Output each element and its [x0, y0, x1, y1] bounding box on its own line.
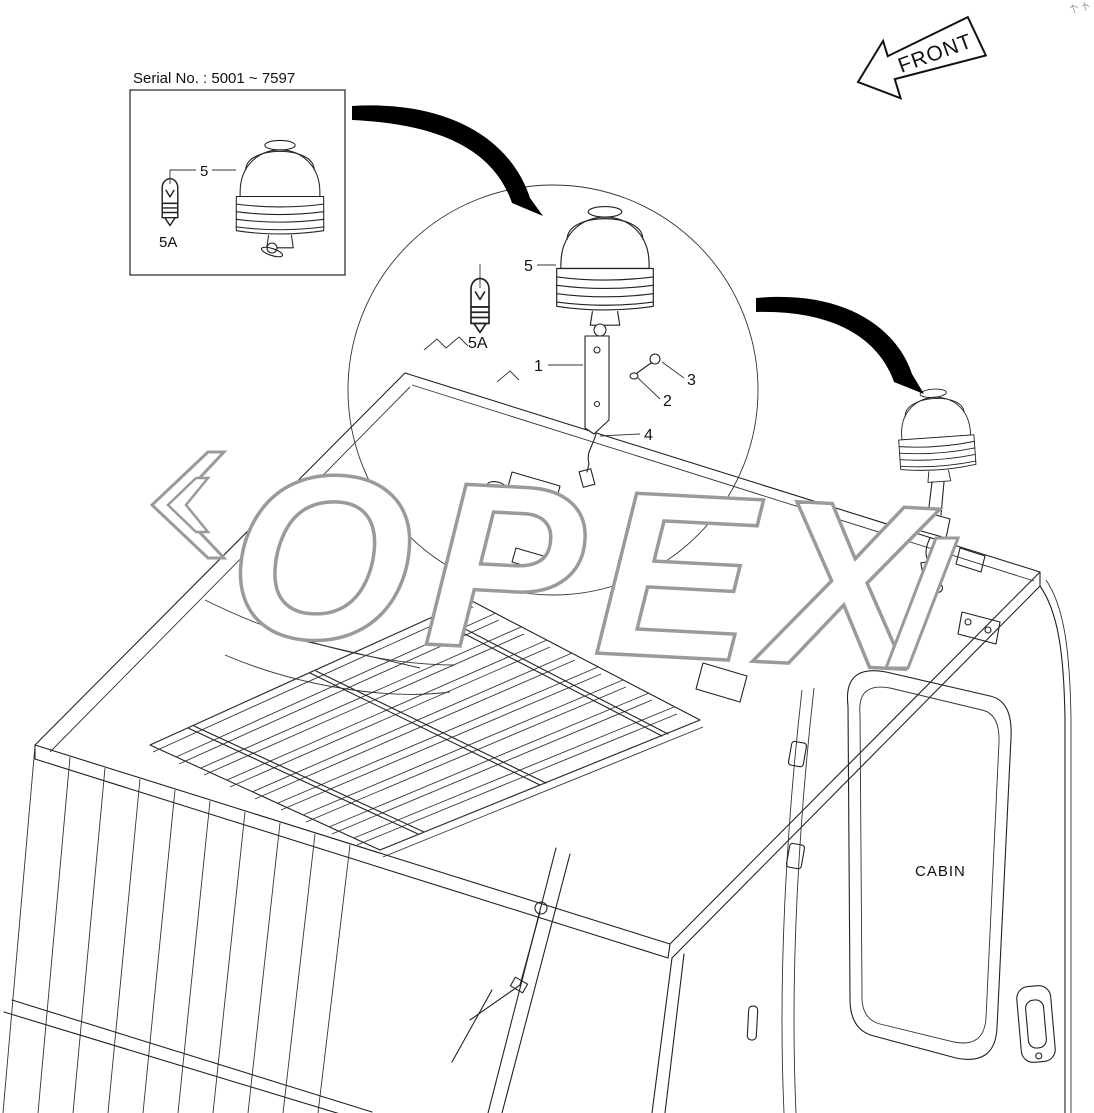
washer-icon	[629, 372, 639, 380]
part-label-3: 3	[687, 372, 696, 389]
front-arrow-shape	[856, 15, 988, 100]
door-hinge-icon	[787, 740, 808, 768]
swoosh-arrow-inset-to-detail	[352, 105, 543, 216]
mount-bracket-icon	[584, 335, 610, 435]
door-window	[846, 670, 1012, 1060]
detail-circle	[347, 184, 759, 596]
part-label-2: 2	[663, 393, 672, 410]
watermark: OPEX	[149, 419, 961, 722]
detail-callout: 5 5A 1 3 2 4	[347, 184, 759, 596]
wiper-pivot-icon	[534, 901, 548, 915]
inset-part-label-5a: 5A	[159, 234, 177, 251]
inset-bulb-icon	[161, 177, 179, 227]
roof-wiper-icon	[204, 599, 456, 695]
part-label-5a: 5A	[468, 335, 488, 352]
watermark-slash-icon	[883, 536, 961, 670]
door-hinge-icon	[785, 842, 806, 870]
serial-inset: Serial No. : 5001 ~ 7597 5 5A	[129, 70, 346, 276]
swoosh-arrow-detail-to-roof	[756, 296, 924, 394]
watermark-chevron-icon	[166, 476, 211, 534]
cabin-label: CABIN	[915, 863, 966, 880]
part-label-5: 5	[524, 258, 533, 275]
cabin-body: CABIN	[451, 579, 1072, 1113]
door-handle-icon	[1016, 985, 1056, 1063]
part-label-4: 4	[644, 427, 653, 444]
skylight-guard-grille	[149, 599, 704, 858]
watermark-text: OPEX	[223, 421, 945, 721]
front-guard-bars	[2, 745, 373, 1113]
mount-bolt-icon	[649, 353, 661, 365]
cabin-roof-structure: CABIN	[2, 372, 1072, 1113]
part-label-1: 1	[534, 358, 543, 375]
pivot-bolt-icon	[593, 323, 607, 337]
corner-marks	[1069, 1, 1090, 14]
wiring-harness-icon	[578, 433, 597, 488]
serial-title: Serial No. : 5001 ~ 7597	[133, 70, 295, 87]
inset-part-label-5: 5	[200, 163, 208, 180]
